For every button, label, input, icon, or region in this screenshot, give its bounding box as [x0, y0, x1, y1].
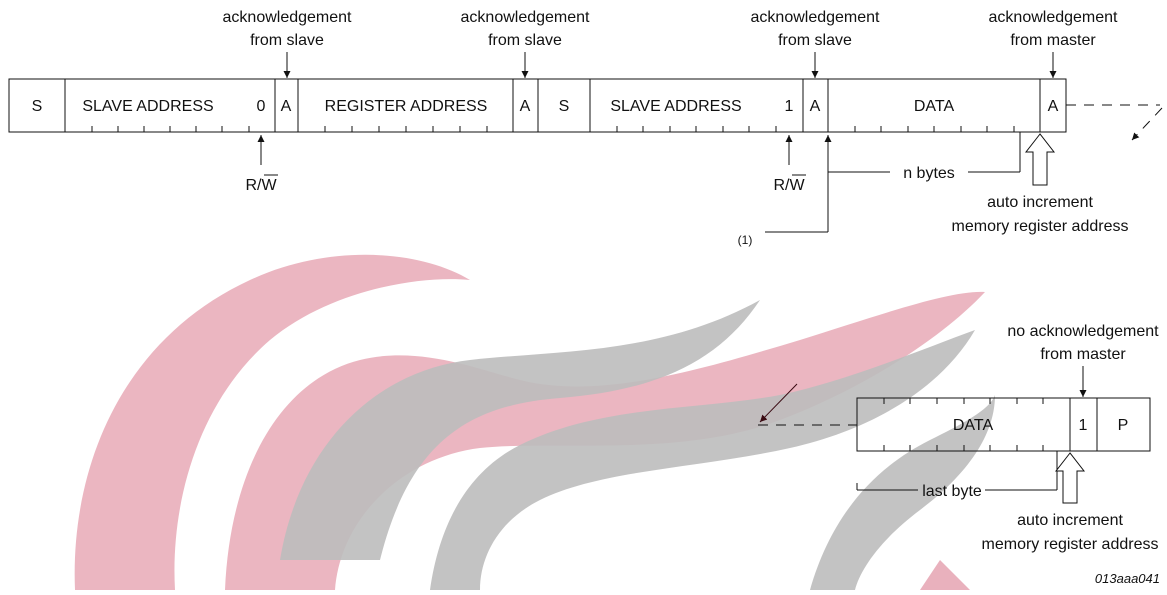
no-ack-line-1: no acknowledgement [1007, 323, 1159, 340]
annotation-ack-slave-3-line-1: acknowledgement [751, 9, 881, 26]
field-register-address: REGISTER ADDRESS [325, 98, 488, 115]
field-data-last: DATA [953, 417, 994, 434]
auto-increment-arrow-1: auto increment memory register address [952, 133, 1129, 235]
auto-increment-1-line-1: auto increment [987, 194, 1093, 211]
annotation-n-bytes [765, 132, 1021, 233]
annotation-ack-master-line-2: from master [1010, 32, 1096, 49]
field-data: DATA [914, 98, 955, 115]
field-stop: P [1118, 417, 1129, 434]
annotation-ack-slave-1-line-1: acknowledgement [223, 9, 353, 26]
auto-increment-2-line-2: memory register address [982, 536, 1159, 553]
frame-2-fields: DATA 1 P [953, 417, 1128, 434]
auto-increment-arrow-2: auto increment memory register address [982, 452, 1159, 553]
annotation-ack-slave-3: acknowledgement from slave [751, 9, 881, 78]
annotation-rw-2: R/W [773, 135, 806, 194]
frame-2-annotations: no acknowledgement from master last byte… [856, 323, 1159, 553]
field-rw-bit-1: 1 [785, 98, 794, 115]
annotation-ack-slave-3-line-2: from slave [778, 32, 852, 49]
field-ack-2: A [520, 98, 531, 115]
frame-2 [758, 383, 1151, 452]
annotation-ack-slave-2: acknowledgement from slave [461, 9, 591, 78]
rw-label-1: R/W [245, 177, 277, 194]
annotation-ack-slave-2-line-1: acknowledgement [461, 9, 591, 26]
field-start-1: S [32, 98, 43, 115]
annotation-no-ack-master: no acknowledgement from master [1007, 323, 1159, 397]
field-ack-3: A [810, 98, 821, 115]
frame-1 [8, 78, 1163, 141]
frame-1-fields: S SLAVE ADDRESS 0 A REGISTER ADDRESS A S… [32, 98, 1059, 115]
field-nack-bit: 1 [1079, 417, 1088, 434]
n-bytes-label: n bytes [903, 165, 955, 182]
field-start-2: S [559, 98, 570, 115]
field-slave-address-1: SLAVE ADDRESS [82, 98, 213, 115]
frame-1-annotations: acknowledgement from slave acknowledgeme… [223, 9, 1129, 247]
note-1-label: (1) [738, 233, 753, 247]
field-ack-4: A [1048, 98, 1059, 115]
field-ack-1: A [281, 98, 292, 115]
auto-increment-1-line-2: memory register address [952, 218, 1129, 235]
field-slave-address-2: SLAVE ADDRESS [610, 98, 741, 115]
annotation-rw-1: R/W [245, 135, 278, 194]
annotation-ack-slave-2-line-2: from slave [488, 32, 562, 49]
watermark-logo [74, 254, 995, 590]
annotation-ack-slave-1-line-2: from slave [250, 32, 324, 49]
annotation-ack-master: acknowledgement from master [989, 9, 1119, 78]
figure-id: 013aaa041 [1095, 571, 1160, 586]
last-byte-label: last byte [922, 483, 982, 500]
rw-label-2: R/W [773, 177, 805, 194]
annotation-ack-master-line-1: acknowledgement [989, 9, 1119, 26]
no-ack-line-2: from master [1040, 346, 1126, 363]
field-rw-bit-0: 0 [257, 98, 266, 115]
auto-increment-2-line-1: auto increment [1017, 512, 1123, 529]
annotation-ack-slave-1: acknowledgement from slave [223, 9, 353, 78]
